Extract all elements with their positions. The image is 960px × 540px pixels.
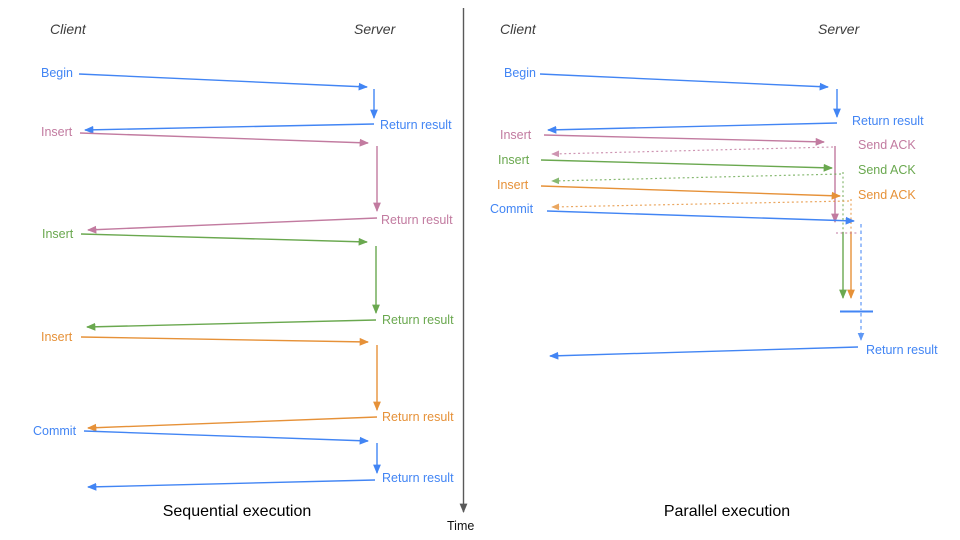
seq-insert2-request-arrow <box>80 233 368 246</box>
par-insert1-ack-label: Send ACK <box>858 138 916 152</box>
par-insert2-label: Insert <box>498 153 530 167</box>
seq-insert2-label: Insert <box>42 227 74 241</box>
par-insert1-label: Insert <box>500 128 532 142</box>
par-commit-response-arrow <box>549 346 859 360</box>
seq-insert1-request-arrow <box>79 132 369 147</box>
par-insert3-ack-arrow <box>551 200 850 211</box>
parallel-panel-lines <box>539 73 873 360</box>
par-commit-response-label: Return result <box>866 343 938 357</box>
par-commit-label: Commit <box>490 202 534 216</box>
seq-insert3-response-arrow <box>87 416 378 432</box>
par-begin-response-label: Return result <box>852 114 924 128</box>
seq-client-header: Client <box>50 21 86 37</box>
seq-insert1-label: Insert <box>41 125 73 139</box>
seq-begin-request-arrow <box>78 73 368 91</box>
par-client-header: Client <box>500 21 536 37</box>
seq-insert3-request-arrow <box>80 336 369 346</box>
par-server-header: Server <box>818 21 860 37</box>
par-begin-label: Begin <box>504 66 536 80</box>
par-begin-request-arrow <box>539 73 829 91</box>
seq-insert3-response-label: Return result <box>382 410 454 424</box>
par-insert2-request-arrow <box>540 159 833 172</box>
seq-commit-label: Commit <box>33 424 77 438</box>
seq-begin-response-label: Return result <box>380 118 452 132</box>
seq-insert1-response-arrow <box>87 217 378 234</box>
par-insert3-request-arrow <box>540 185 841 200</box>
seq-commit-request-arrow <box>83 430 369 445</box>
par-insert3-label: Insert <box>497 178 529 192</box>
sequential-panel-lines <box>78 73 381 491</box>
par-insert2-ack-label: Send ACK <box>858 163 916 177</box>
seq-begin-response-arrow <box>84 123 375 134</box>
par-insert1-request-arrow <box>543 134 825 146</box>
seq-insert2-response-label: Return result <box>382 313 454 327</box>
seq-server-header: Server <box>354 21 396 37</box>
seq-begin-label: Begin <box>41 66 73 80</box>
par-insert1-ack-arrow <box>551 146 834 158</box>
par-begin-response-arrow <box>547 122 838 134</box>
seq-commit-response-arrow <box>87 479 376 491</box>
time-label: Time <box>447 519 475 533</box>
seq-insert2-response-arrow <box>86 319 377 331</box>
par-insert3-ack-label: Send ACK <box>858 188 916 202</box>
sequential-title: Sequential execution <box>162 503 312 520</box>
par-insert2-ack-arrow <box>551 173 842 185</box>
seq-insert3-label: Insert <box>41 330 73 344</box>
par-commit-request-arrow <box>546 210 855 225</box>
seq-insert1-response-label: Return result <box>381 213 453 227</box>
parallel-title: Parallel execution <box>663 503 791 520</box>
seq-commit-response-label: Return result <box>382 471 454 485</box>
